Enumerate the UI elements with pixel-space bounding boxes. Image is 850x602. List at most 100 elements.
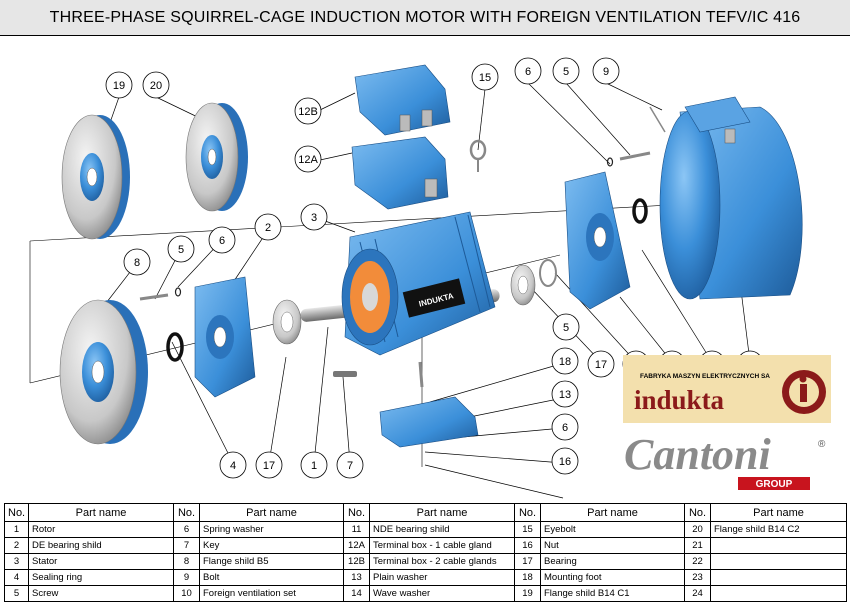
cell-part: Stator [28,553,174,570]
header-part-name: Part name [540,503,685,522]
screw [619,151,651,161]
bolt [649,106,666,133]
svg-text:GROUP: GROUP [756,479,793,490]
header-part-name: Part name [710,503,847,522]
callout-17-left: 17 [255,451,283,479]
stator: INDUKTA [341,211,496,356]
svg-text:®: ® [818,439,826,450]
cell-part: Flange shild B5 [199,553,344,570]
callout-2: 2 [254,213,282,241]
svg-text:Cantoni: Cantoni [624,430,772,479]
callout-17-right: 17 [587,350,615,378]
svg-text:FABRYKA MASZYN ELEKTRYCZNYCH S: FABRYKA MASZYN ELEKTRYCZNYCH SA [640,373,770,380]
svg-text:20: 20 [150,80,162,92]
callout-5-bottom: 5 [552,313,580,341]
callout-6-left: 6 [208,226,236,254]
cell-part [710,537,847,554]
header-no: No. [173,503,200,522]
callout-3: 3 [300,203,328,231]
svg-text:6: 6 [525,66,531,78]
screw [139,293,169,301]
exploded-view-diagram: INDUKTA [29,57,831,499]
svg-text:5: 5 [563,322,569,334]
cell-no: 20 [684,521,711,538]
svg-text:3: 3 [311,212,317,224]
mounting-foot [379,396,479,448]
cell-part: Rotor [28,521,174,538]
bearing [510,264,536,306]
page-title: THREE-PHASE SQUIRREL-CAGE INDUCTION MOTO… [49,8,801,26]
cell-no: 3 [4,553,29,570]
svg-text:17: 17 [595,359,607,371]
cell-no: 15 [514,521,541,538]
svg-text:indukta: indukta [634,385,725,415]
cell-no: 11 [343,521,370,538]
callout-7: 7 [336,451,364,479]
header-part-name: Part name [369,503,515,522]
svg-text:2: 2 [265,222,271,234]
cell-no: 24 [684,585,711,602]
cell-part: Flange shild B14 C2 [710,521,847,538]
cell-no: 2 [4,537,29,554]
callout-19: 19 [105,71,133,99]
cell-part: Bearing [540,553,685,570]
cell-part: DE bearing shild [28,537,174,554]
wave-washer [539,259,557,287]
cell-no: 5 [4,585,29,602]
cell-no: 18 [514,569,541,586]
callout-16: 16 [551,447,579,475]
flange-shild-b5 [59,299,148,445]
cell-no: 7 [173,537,200,554]
cell-no: 8 [173,553,200,570]
header-part-name: Part name [28,503,174,522]
cell-no: 9 [173,569,200,586]
cell-part: Terminal box - 1 cable gland [369,537,515,554]
cantoni-logo: Cantoni ® GROUP [624,430,826,490]
cell-part: Flange shild B14 C1 [540,585,685,602]
svg-text:4: 4 [230,460,236,472]
svg-text:12A: 12A [298,154,318,166]
cell-no: 10 [173,585,200,602]
cell-part: Mounting foot [540,569,685,586]
cell-part: Plain washer [369,569,515,586]
svg-text:1: 1 [311,460,317,472]
callout-13: 13 [551,380,579,408]
header-no: No. [684,503,711,522]
cell-no: 22 [684,553,711,570]
svg-text:6: 6 [562,422,568,434]
spring-washer [174,287,182,297]
svg-text:5: 5 [563,66,569,78]
svg-text:19: 19 [113,80,125,92]
title-bar: THREE-PHASE SQUIRREL-CAGE INDUCTION MOTO… [0,0,850,36]
cell-part: Key [199,537,344,554]
svg-text:18: 18 [559,356,571,368]
parts-table: No. Part name No. Part name No. Part nam… [4,503,847,602]
svg-text:15: 15 [479,72,491,84]
callout-8: 8 [123,248,151,276]
svg-text:7: 7 [347,460,353,472]
cell-no: 16 [514,537,541,554]
cell-no: 12A [343,537,370,554]
cell-part: Sealing ring [28,569,174,586]
cell-no: 13 [343,569,370,586]
flange-shild-b14-c1 [61,114,130,240]
cell-part: Terminal box - 2 cable glands [369,553,515,570]
svg-text:13: 13 [559,389,571,401]
cell-part: Bolt [199,569,344,586]
svg-text:8: 8 [134,257,140,269]
eyebolt [469,139,487,172]
svg-text:9: 9 [603,66,609,78]
callout-12b: 12B [294,97,322,125]
foreign-ventilation-set [659,96,803,300]
cell-part [710,569,847,586]
cell-part: Screw [28,585,174,602]
callout-15: 15 [471,63,499,91]
header-no: No. [514,503,541,522]
cell-part: Nut [540,537,685,554]
key [333,371,357,377]
